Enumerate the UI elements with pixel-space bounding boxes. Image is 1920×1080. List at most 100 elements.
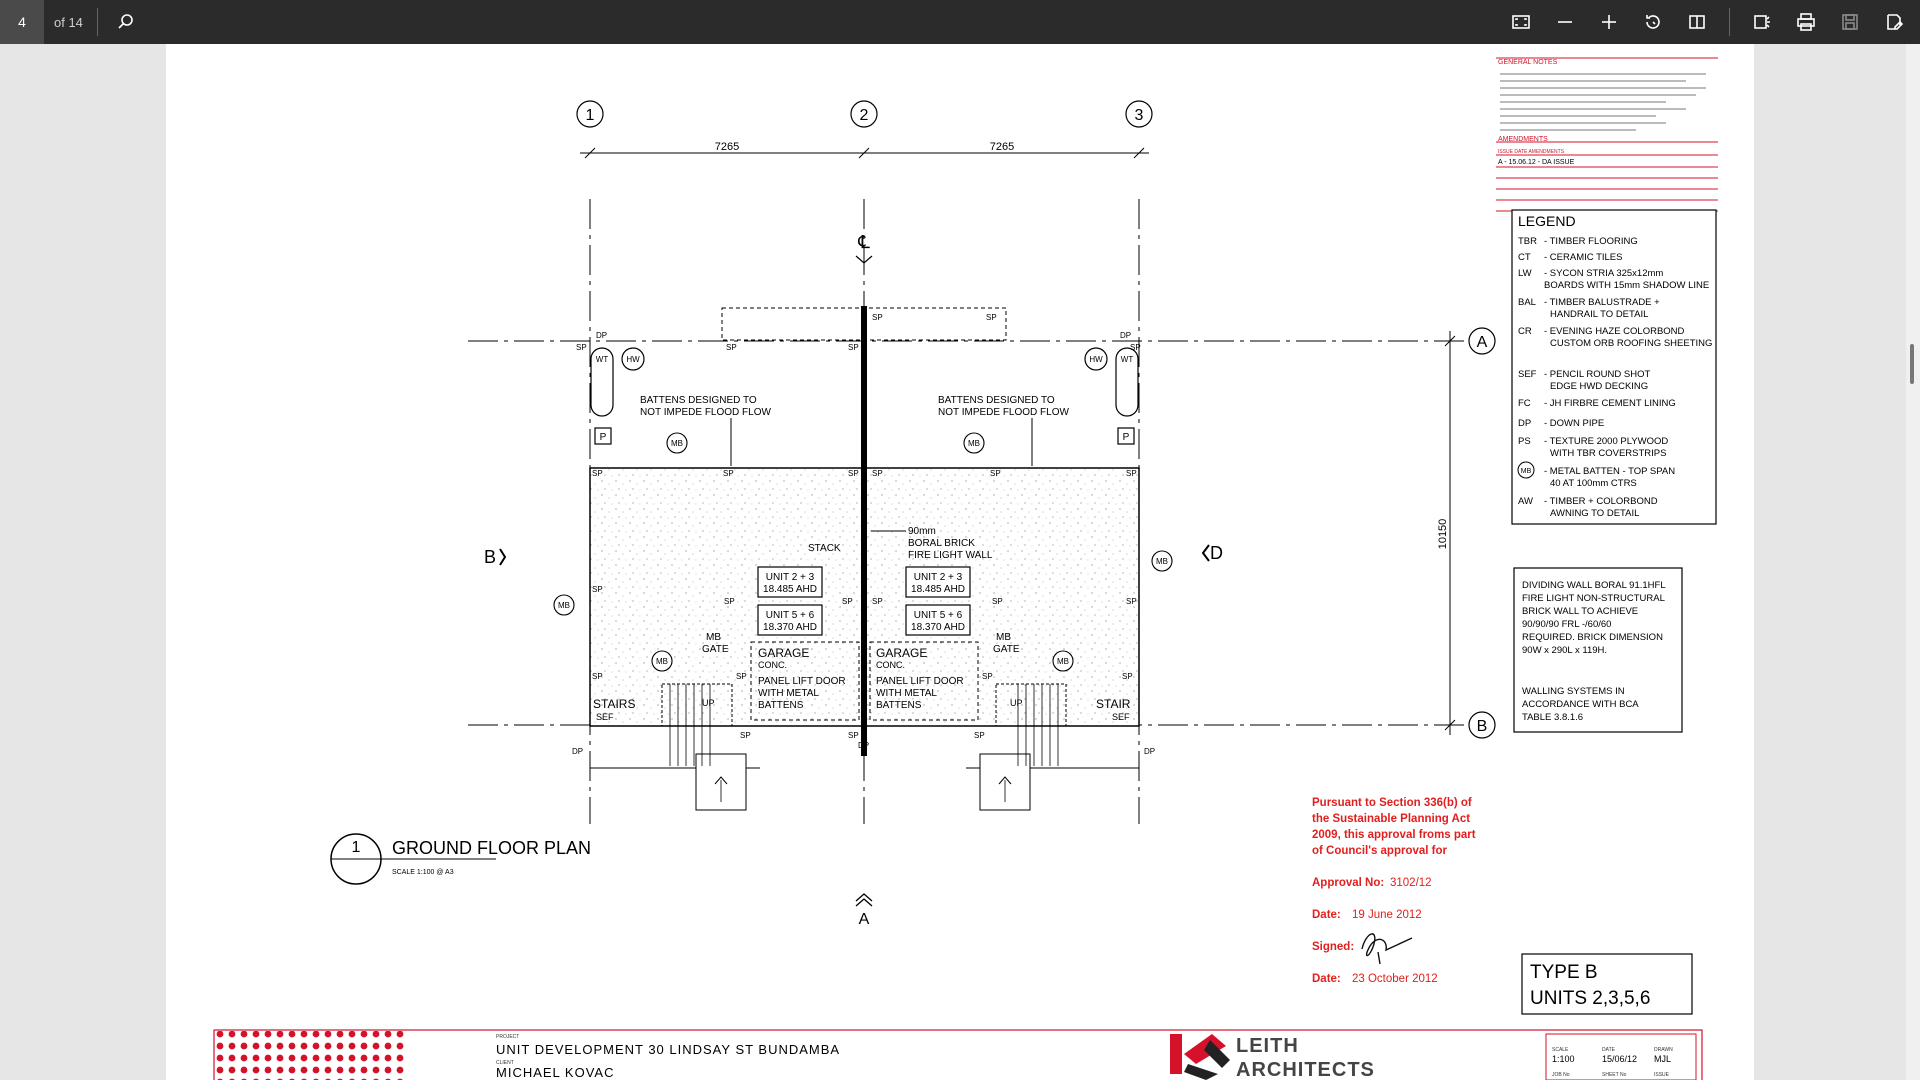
approval-stamp: Pursuant to Section 336(b) of the Sustai…: [1312, 797, 1476, 985]
approval-line: Pursuant to Section 336(b) of: [1312, 797, 1472, 809]
signature-image: [1361, 933, 1413, 965]
vertical-scrollbar[interactable]: [1906, 44, 1920, 1080]
two-page-view-button[interactable]: [1683, 8, 1711, 36]
date-label: DATE: [1602, 1047, 1616, 1053]
firm-name-1: LEITH: [1236, 1035, 1299, 1057]
zoom-in-button[interactable]: [1595, 8, 1623, 36]
wall-spec-line: 90/90/90 FRL -/60/60: [1522, 619, 1611, 630]
sef-label: SEF: [1112, 712, 1130, 722]
stairs: [590, 683, 1139, 811]
p-label: P: [1123, 432, 1130, 443]
sp-tag: SP: [848, 343, 859, 352]
level-boxes: [757, 566, 971, 636]
legend-code: FC: [1518, 398, 1531, 409]
wall-spec-line: ACCORDANCE WITH BCA: [1522, 699, 1639, 710]
battens-note: BATTENS DESIGNED TO: [640, 395, 757, 406]
legend-code: CT: [1518, 252, 1531, 263]
garage-outlines: [750, 641, 979, 721]
legend-text: WITH TBR COVERSTRIPS: [1550, 448, 1666, 459]
unit-label: UNIT 2 + 3: [914, 572, 963, 583]
battens-note: NOT IMPEDE FLOOD FLOW: [938, 407, 1069, 418]
book-icon: [1689, 15, 1705, 29]
panel-label: WITH METAL: [758, 688, 819, 699]
legend-text: - EVENING HAZE COLORBOND: [1544, 326, 1685, 337]
mb-gate-label: GATE: [993, 644, 1020, 655]
legend-text: - TIMBER + COLORBOND: [1544, 496, 1658, 507]
up-label: UP: [702, 698, 715, 708]
scrollbar-thumb[interactable]: [1910, 344, 1914, 384]
legend-text: HANDRAIL TO DETAIL: [1550, 309, 1648, 320]
architectural-drawing: 1 2 3 A B 7265 7265 10150 ℄: [213, 57, 1718, 1080]
garage-label: GARAGE: [876, 646, 927, 660]
sp-tag: SP: [982, 672, 993, 681]
save-button[interactable]: [1836, 8, 1864, 36]
save-as-button[interactable]: [1880, 8, 1908, 36]
document-viewer[interactable]: 1 2 3 A B 7265 7265 10150 ℄: [0, 44, 1920, 1080]
sp-tag: SP: [723, 469, 734, 478]
wall-spec-line: TABLE 3.8.1.6: [1522, 712, 1583, 723]
stair-label: STAIR: [1096, 697, 1131, 711]
wall-spec-line: FIRE LIGHT NON-STRUCTURAL: [1522, 593, 1665, 604]
sp-tags: SP SP SP SP SP SP SP SP SP SP SP SP SP S…: [572, 313, 1155, 756]
legend-code: LW: [1518, 268, 1532, 279]
legend-text: - SYCON STRIA 325x12mm: [1544, 268, 1663, 279]
firm-logo: [1170, 1034, 1230, 1080]
wt-label: WT: [1121, 355, 1134, 364]
battens-note: BATTENS DESIGNED TO: [938, 395, 1055, 406]
toolbar-divider: [1729, 8, 1730, 36]
client-name: MICHAEL KOVAC: [496, 1065, 614, 1080]
sp-tag: SP: [736, 672, 747, 681]
rotate-button[interactable]: [1639, 8, 1667, 36]
grid-label-3: 3: [1135, 107, 1144, 124]
legend-text: BOARDS WITH 15mm SHADOW LINE: [1544, 280, 1709, 291]
stair-arrows: [714, 776, 1012, 785]
garage-labels: GARAGE CONC. PANEL LIFT DOOR WITH METAL …: [758, 646, 964, 711]
legend-text: - PENCIL ROUND SHOT: [1544, 369, 1650, 380]
amendments-title: AMENDMENTS: [1498, 136, 1548, 143]
printer-icon: [1797, 13, 1815, 31]
drawing-notes: BATTENS DESIGNED TO NOT IMPEDE FLOOD FLO…: [640, 395, 1069, 655]
centerline-arrow: [855, 255, 873, 264]
ahd-label: 18.485 AHD: [763, 584, 817, 595]
read-aloud-icon: [1754, 15, 1770, 29]
wall-spec-line: BRICK WALL TO ACHIEVE: [1522, 606, 1638, 617]
dp-tag: DP: [1120, 331, 1131, 340]
section-arrow-d: [1201, 544, 1210, 562]
legend-text: - JH FIRBRE CEMENT LINING: [1544, 398, 1676, 409]
pdf-toolbar: 4 of 14: [0, 0, 1920, 44]
approval-line: 2009, this approval froms part: [1312, 829, 1476, 841]
wall-note: FIRE LIGHT WALL: [908, 550, 993, 561]
zoom-out-button[interactable]: [1551, 8, 1579, 36]
read-aloud-button[interactable]: [1748, 8, 1776, 36]
level-labels: UNIT 2 + 3 18.485 AHD UNIT 5 + 6 18.370 …: [763, 572, 965, 633]
grid-label-1: 1: [586, 107, 595, 124]
ahd-label: 18.485 AHD: [911, 584, 965, 595]
fit-page-button[interactable]: [1507, 8, 1535, 36]
panel-label: PANEL LIFT DOOR: [876, 676, 964, 687]
note-leaders: [730, 418, 1033, 532]
print-button[interactable]: [1792, 8, 1820, 36]
dimension-right: 7265: [990, 141, 1014, 153]
title-block-halftone: [214, 1031, 404, 1080]
title-info-labels: SCALE DATE DRAWN JOB No SHEET No ISSUE: [1552, 1047, 1673, 1078]
date-value: 15/06/12: [1602, 1054, 1637, 1064]
wall-spec-line: REQUIRED. BRICK DIMENSION: [1522, 632, 1663, 643]
amendments-header: ISSUE DATE AMENDMENTS: [1498, 149, 1565, 155]
client-label: CLIENT: [496, 1060, 514, 1066]
centerline-symbol: ℄: [857, 232, 870, 252]
issue-label: ISSUE: [1654, 1072, 1670, 1078]
search-button[interactable]: [112, 8, 140, 36]
mb-label: MB: [1057, 657, 1069, 666]
mb-gate-label: GATE: [702, 644, 729, 655]
approval-date-label: Date:: [1312, 909, 1341, 921]
dp-tag: DP: [858, 741, 869, 750]
water-tanks: [590, 347, 1139, 445]
search-icon: [118, 14, 133, 29]
units-line: UNITS 2,3,5,6: [1530, 988, 1650, 1009]
sp-tag: SP: [872, 469, 883, 478]
unit-label: UNIT 5 + 6: [766, 610, 815, 621]
wall-spec-line: DIVIDING WALL BORAL 91.1HFL: [1522, 580, 1666, 591]
unit-label: UNIT 2 + 3: [766, 572, 815, 583]
current-page-input[interactable]: 4: [0, 0, 44, 44]
legend-code: AW: [1518, 496, 1533, 507]
